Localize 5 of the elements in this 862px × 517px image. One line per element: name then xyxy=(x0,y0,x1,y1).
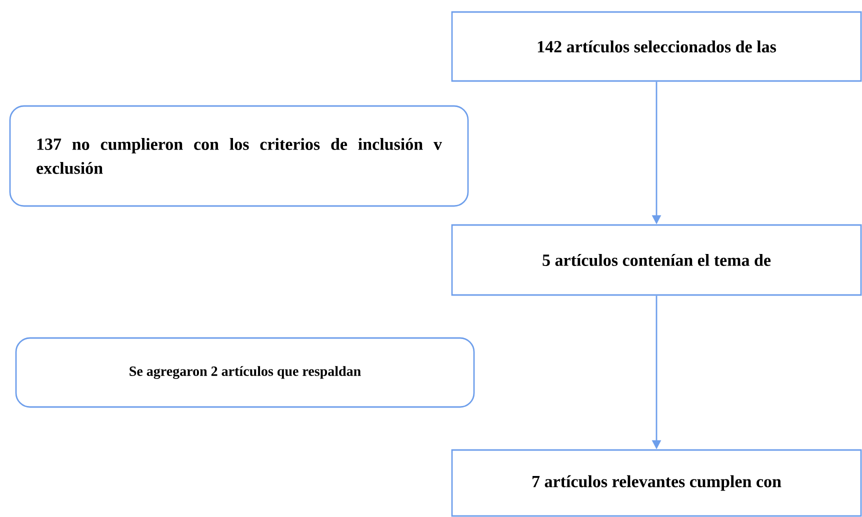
exclusion-box: 137 no cumplieron con los criterios de inclusión v exclusión xyxy=(9,105,469,207)
process-box: 5 artículos contenían el tema de xyxy=(451,224,862,296)
addition-box: Se agregaron 2 artículos que respaldan xyxy=(15,337,475,408)
process-box: 7 artículos relevantes cumplen con xyxy=(451,449,862,517)
process-box: 142 artículos seleccionados de las xyxy=(451,11,862,82)
